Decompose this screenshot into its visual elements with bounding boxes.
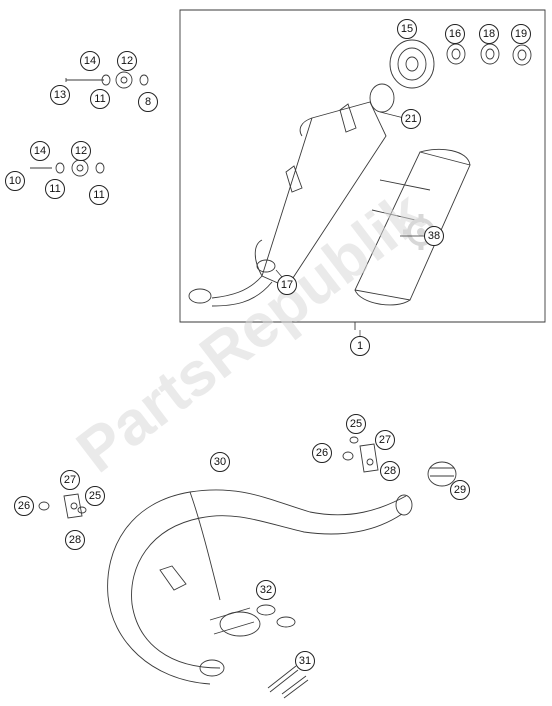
callout-14: 14: [30, 141, 50, 161]
callout-25: 25: [346, 414, 366, 434]
bushing-18: [480, 43, 500, 65]
svg-text:17: 17: [281, 279, 293, 291]
callout-38: 38: [424, 226, 444, 246]
svg-text:28: 28: [384, 465, 396, 477]
callout-30: 30: [210, 452, 230, 472]
svg-text:28: 28: [69, 534, 81, 546]
svg-text:32: 32: [260, 584, 272, 596]
svg-text:19: 19: [515, 28, 527, 40]
silencer-assembly-frame: [179, 9, 546, 330]
springs: [267, 665, 309, 699]
svg-text:21: 21: [405, 113, 417, 125]
callout-32: 32: [256, 580, 276, 600]
callout-28: 28: [65, 530, 85, 550]
svg-text:27: 27: [379, 434, 391, 446]
svg-text:15: 15: [401, 23, 413, 35]
svg-text:25: 25: [350, 418, 362, 430]
svg-text:11: 11: [49, 183, 60, 195]
svg-text:13: 13: [54, 89, 66, 101]
svg-text:14: 14: [34, 145, 46, 157]
svg-text:38: 38: [428, 230, 440, 242]
rubber-sleeve: [427, 461, 457, 487]
callout-27: 27: [60, 470, 80, 490]
callout-10: 10: [5, 171, 25, 191]
svg-text:11: 11: [94, 93, 105, 105]
header-pipe: [107, 489, 413, 685]
callout-15: 15: [397, 19, 417, 39]
svg-text:25: 25: [89, 490, 101, 502]
svg-text:11: 11: [93, 189, 104, 201]
callout-29: 29: [450, 480, 470, 500]
bushing-19: [512, 44, 532, 66]
callout-21: 21: [401, 109, 421, 129]
callout-16: 16: [445, 24, 465, 44]
svg-text:10: 10: [9, 175, 21, 187]
svg-text:26: 26: [18, 500, 30, 512]
callout-26: 26: [14, 496, 34, 516]
callout-13: 13: [50, 85, 70, 105]
silencer-gasket: [369, 83, 395, 113]
svg-text:1: 1: [357, 340, 363, 352]
svg-text:14: 14: [84, 55, 96, 67]
bushing-16: [446, 43, 466, 65]
callout-12: 12: [117, 51, 137, 71]
callout-28: 28: [380, 461, 400, 481]
leader-lines: [275, 111, 426, 336]
callout-11: 11: [90, 89, 110, 109]
svg-text:16: 16: [449, 28, 461, 40]
callout-1: 1: [350, 336, 370, 356]
hardware-set-right: [342, 436, 379, 473]
callout-26: 26: [312, 443, 332, 463]
mounting-hardware-upper: [65, 71, 149, 89]
callout-17: 17: [277, 275, 297, 295]
silencer-body: [188, 101, 387, 307]
callout-31: 31: [295, 651, 315, 671]
svg-text:26: 26: [316, 447, 328, 459]
svg-text:12: 12: [75, 145, 87, 157]
hardware-set-left: [38, 493, 87, 519]
svg-text:18: 18: [483, 28, 495, 40]
callout-19: 19: [511, 24, 531, 44]
callout-12: 12: [71, 141, 91, 161]
svg-text:27: 27: [64, 474, 76, 486]
svg-text:30: 30: [214, 456, 226, 468]
o-rings: [256, 604, 296, 628]
svg-text:31: 31: [299, 655, 311, 667]
svg-text:29: 29: [454, 484, 466, 496]
callout-11: 11: [45, 179, 65, 199]
callout-8: 8: [138, 92, 158, 112]
callout-14: 14: [80, 51, 100, 71]
callout-18: 18: [479, 24, 499, 44]
callout-25: 25: [85, 486, 105, 506]
end-cap: [389, 39, 435, 89]
mounting-hardware-middle: [30, 159, 105, 177]
callout-11: 11: [89, 185, 109, 205]
svg-text:12: 12: [121, 55, 133, 67]
callout-27: 27: [375, 430, 395, 450]
svg-text:8: 8: [145, 96, 151, 108]
